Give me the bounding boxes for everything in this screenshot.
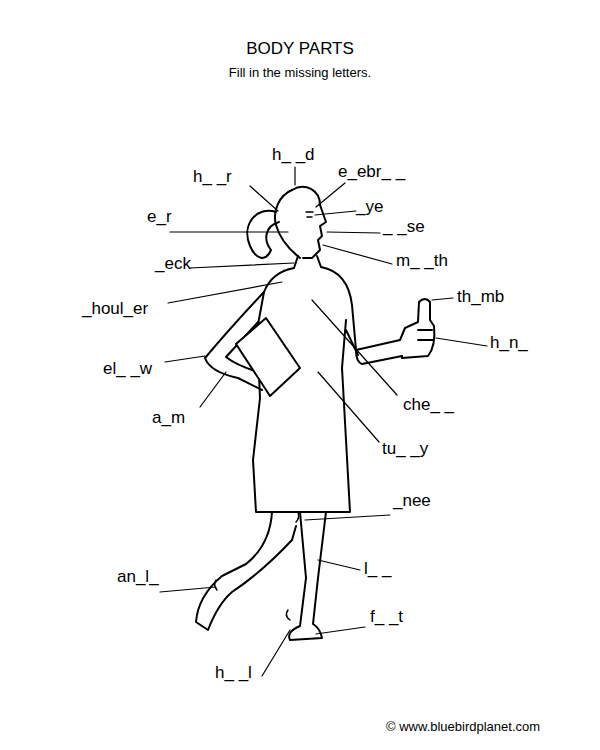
copyright-note: © www.bluebirdplanet.com	[386, 720, 540, 733]
part-label: th_mb	[457, 288, 504, 305]
part-label: _houl_er	[82, 300, 148, 317]
part-label: e_ebr_ _	[338, 163, 405, 180]
part-label: h_ _r	[193, 168, 232, 185]
part-label: che_ _	[403, 396, 454, 413]
worksheet-title: BODY PARTS	[246, 40, 354, 57]
part-label: _ye	[356, 198, 383, 215]
part-label: _eck	[155, 255, 191, 272]
part-label: _ _se	[383, 218, 425, 235]
part-label: h_ _d	[272, 146, 315, 163]
part-label: h_ _l	[215, 664, 252, 681]
part-label: a_m	[152, 409, 185, 426]
part-label: tu_ _y	[382, 440, 428, 457]
part-label: m_ _th	[396, 252, 448, 269]
part-label: f_ _t	[370, 608, 403, 625]
part-label: el_ _w	[103, 360, 152, 377]
part-label: h_n_	[490, 334, 528, 351]
part-label: an_l_	[117, 568, 159, 585]
instruction-text: Fill in the missing letters.	[229, 66, 371, 79]
part-label: _nee	[393, 492, 431, 509]
part-label: l_ _	[364, 560, 391, 577]
part-label: e_r	[147, 208, 172, 225]
